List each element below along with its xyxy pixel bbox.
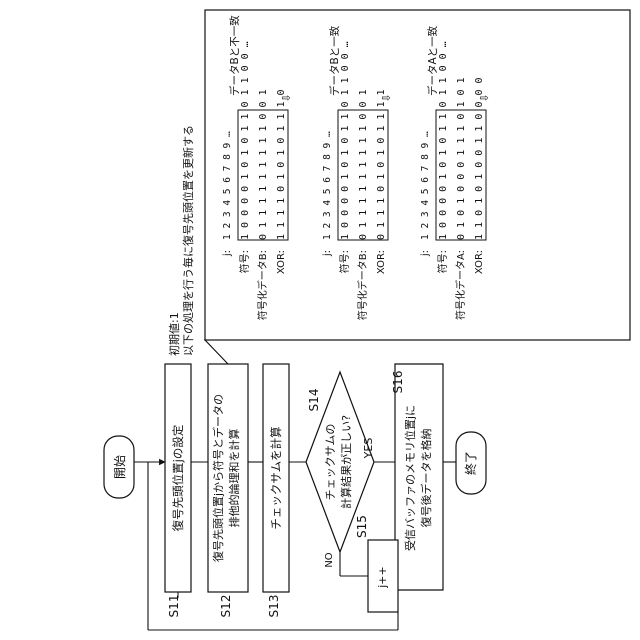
code-label: 符号: bbox=[338, 250, 351, 273]
note-line1: 初期値:1 bbox=[167, 312, 181, 356]
s14-id: S14 bbox=[307, 389, 321, 412]
s16-id: S16 bbox=[391, 371, 405, 394]
s15-id: S15 bbox=[355, 515, 369, 538]
s11-id: S11 bbox=[167, 595, 181, 618]
code-label: 符号: bbox=[436, 250, 449, 273]
xor-label: XOR: bbox=[376, 250, 387, 274]
s16-box bbox=[395, 364, 443, 590]
data-label: 符号化データB: bbox=[256, 250, 269, 320]
xor-bits: 1 1 1 1 0 1 0 1 0 1 1 1 0 bbox=[276, 89, 287, 240]
s16-line1: 受信バッファのメモリ位置jに bbox=[403, 405, 417, 551]
result-arrow-icon: ⇩ bbox=[478, 93, 491, 102]
note-line2: 以下の処理を行う毎に復号先頭位置を更新する bbox=[181, 125, 195, 356]
data-label: 符号化データA: bbox=[454, 250, 467, 320]
end-text: 終了 bbox=[463, 451, 478, 475]
s15-text: j++ bbox=[376, 566, 389, 589]
s14-line2: 計算結果が正しい? bbox=[339, 415, 353, 509]
result-label: データAと一致 bbox=[426, 25, 439, 96]
s13-text: チェックサムを計算 bbox=[269, 426, 283, 529]
code-bits: 1 0 0 0 0 1 0 1 0 1 1 0 1 1 0 0 … bbox=[340, 41, 351, 240]
j-values: 1 2 3 4 5 6 7 8 9 … bbox=[322, 131, 333, 240]
s12-line1: 復号先頭位置jから符号とデータの bbox=[211, 394, 225, 562]
result-arrow-icon: ⇩ bbox=[280, 93, 293, 102]
data-bits: 0 1 1 1 1 1 1 1 1 1 0 0 1 bbox=[358, 89, 369, 240]
code-bits: 1 0 0 0 0 1 0 1 0 1 1 0 1 1 0 0 … bbox=[240, 41, 251, 240]
yes-text: YES bbox=[362, 438, 375, 460]
code-bits: 1 0 0 0 0 1 0 1 0 1 1 0 1 1 0 0 … bbox=[438, 41, 449, 240]
code-label: 符号: bbox=[238, 250, 251, 273]
j-label: j: bbox=[222, 250, 233, 257]
start-text: 開始 bbox=[113, 455, 127, 479]
data-bits: 0 1 1 1 1 1 1 1 1 1 0 0 1 bbox=[258, 89, 269, 240]
j-label: j: bbox=[322, 250, 333, 257]
no-text: NO bbox=[324, 552, 335, 567]
s14-line1: チェックサムの bbox=[324, 424, 337, 501]
s12-line2: 排他的論理和を計算 bbox=[227, 429, 241, 528]
s13-id: S13 bbox=[267, 595, 281, 618]
s16-line2: 復号後データを格納 bbox=[419, 429, 433, 528]
result-label: データBと不一致 bbox=[228, 15, 241, 96]
xor-bits: 0 1 1 1 0 1 0 1 0 1 1 1 1 bbox=[376, 89, 387, 240]
result-arrow-icon: ⇩ bbox=[380, 93, 393, 102]
s12-id: S12 bbox=[219, 595, 233, 618]
result-label: データBと一致 bbox=[328, 25, 341, 96]
j-values: 1 2 3 4 5 6 7 8 9 … bbox=[222, 131, 233, 240]
xor-label: XOR: bbox=[474, 250, 485, 274]
xor-label: XOR: bbox=[276, 250, 287, 274]
s11-text: 復号先頭位置jの設定 bbox=[171, 424, 185, 531]
j-label: j: bbox=[420, 250, 431, 257]
data-label: 符号化データB: bbox=[356, 250, 369, 320]
j-values: 1 2 3 4 5 6 7 8 9 … bbox=[420, 131, 431, 240]
data-bits: 0 1 0 1 0 0 0 1 1 1 0 1 0 1 bbox=[456, 77, 467, 240]
